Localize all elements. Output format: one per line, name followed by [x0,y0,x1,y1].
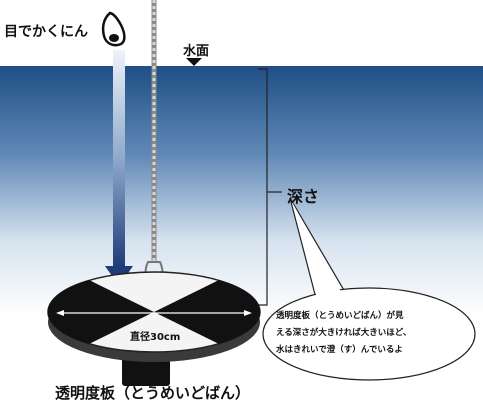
callout-line: 水はきれいで澄（す）んでいるよ [276,345,403,355]
callout-text: 透明度板（とうめいどばん）が見 える深さが大きければ大きいほど、 水はきれいで澄… [276,308,470,359]
eye-icon [101,11,126,47]
disk-name-label: 透明度板（とうめいどばん） [55,384,251,402]
callout-line: 透明度板（とうめいどばん）が見 [276,311,404,321]
depth-label: 深さ [287,187,320,206]
callout-bubble [262,197,476,381]
diameter-label: 直径30cm [130,332,181,343]
callout-line: える深さが大きければ大きいほど、 [276,328,412,338]
transparency-disk [47,271,261,362]
diameter-arrow [56,310,252,316]
water-surface-label: 水面 [183,44,210,59]
eye-check-label: 目でかくにん [4,24,88,40]
depth-bracket [258,68,282,306]
water-area [0,66,483,316]
surface-marker [186,58,202,66]
